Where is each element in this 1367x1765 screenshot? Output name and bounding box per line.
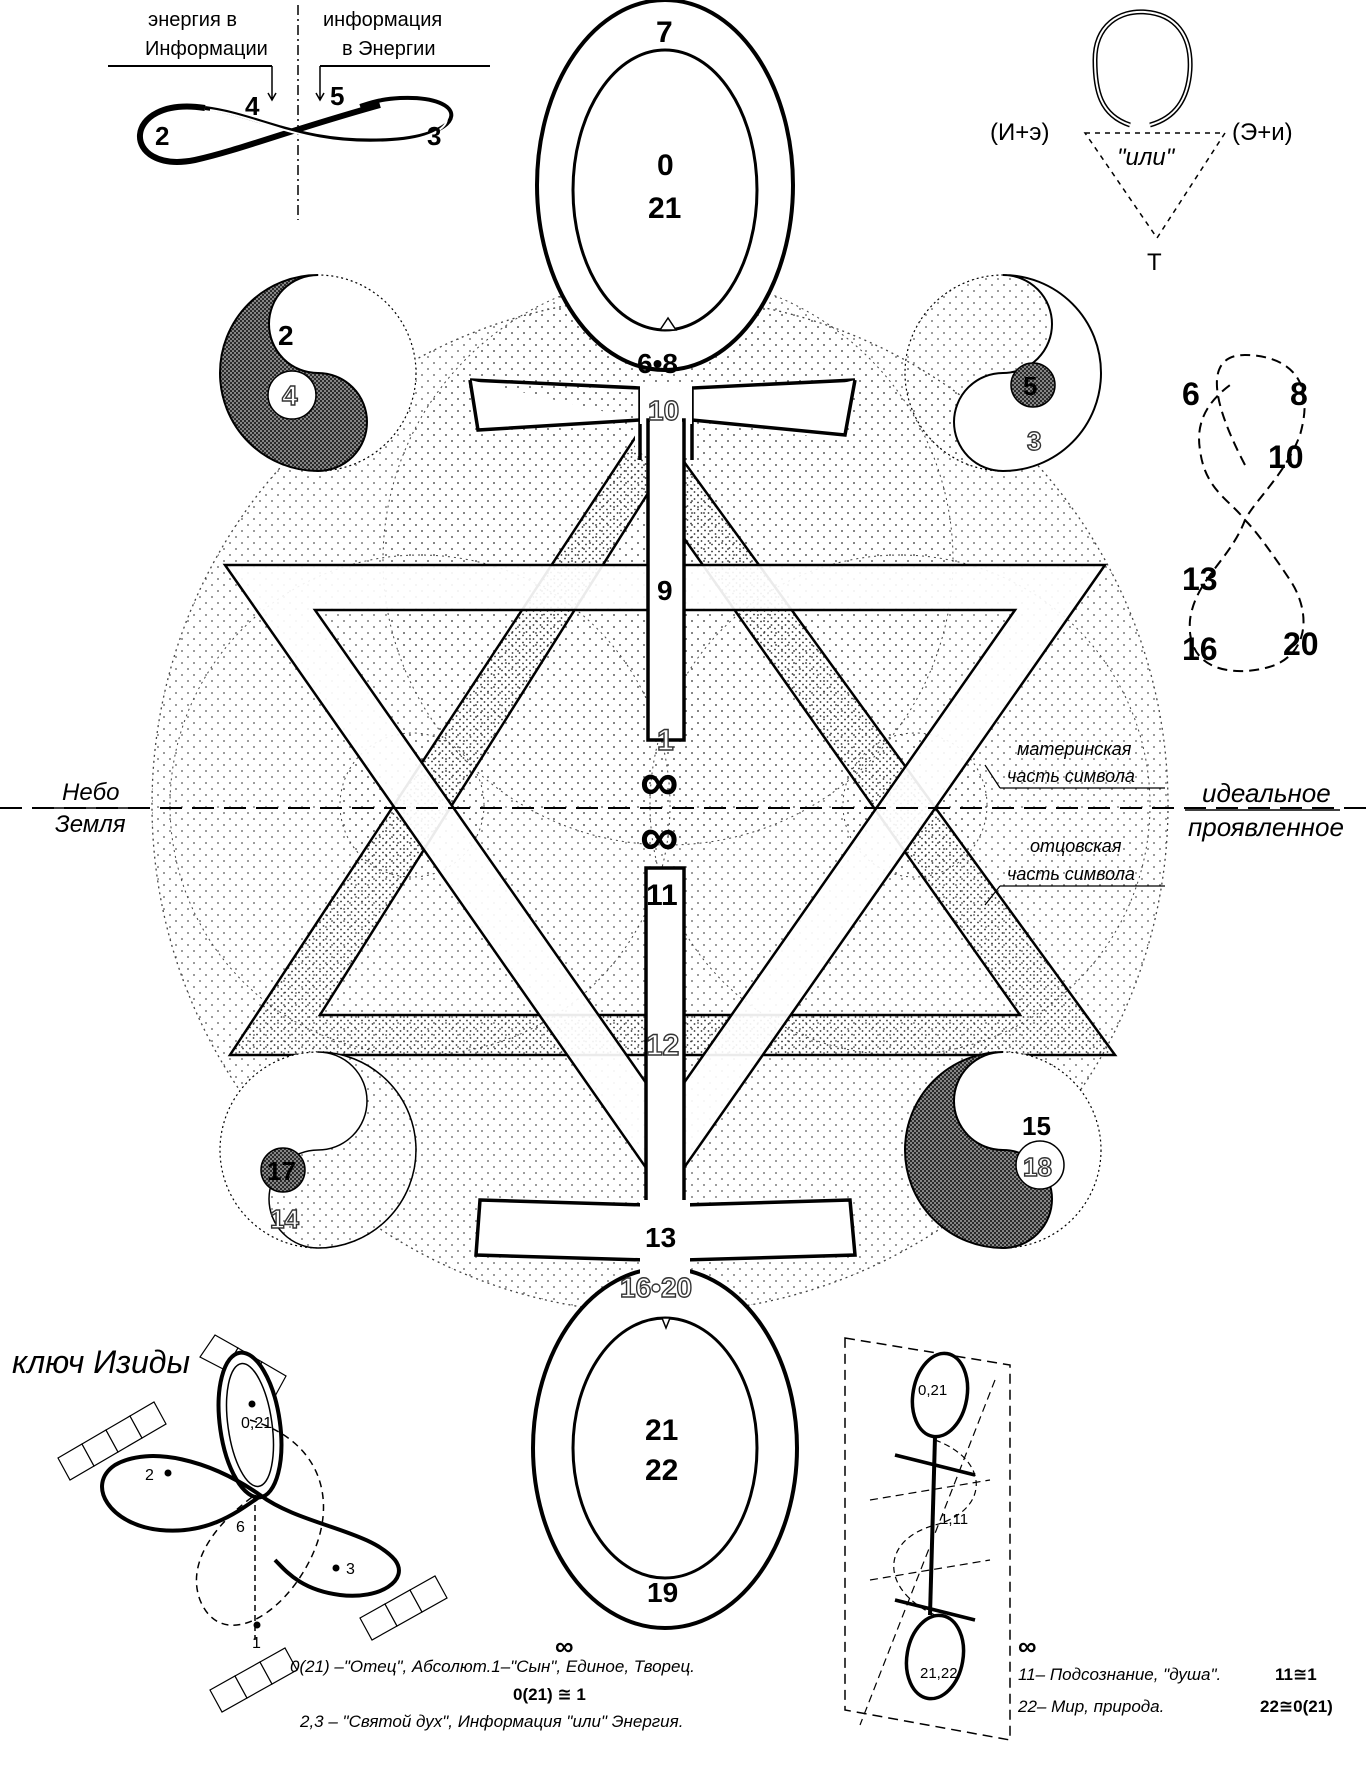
isis-p2: 2 bbox=[145, 1467, 154, 1484]
caption-right-inf: ∞ bbox=[1018, 1631, 1037, 1661]
isis-key: ключ Изиды 0,21 2 3 6 1 bbox=[12, 1335, 447, 1712]
energy-info-infinity: энергия в Информации информация в Энерги… bbox=[108, 5, 490, 220]
caption-line3: 2,3 – "Святой дух", Информация "или" Эне… bbox=[299, 1712, 683, 1731]
yy-tr-small: 3 bbox=[1027, 426, 1041, 456]
label-idealnoe: идеальное bbox=[1202, 778, 1331, 808]
upper-loop-inner bbox=[573, 50, 757, 330]
yy-bl-small: 14 bbox=[270, 1204, 299, 1234]
yy-tl-small: 4 bbox=[282, 380, 298, 411]
ankh-inf-lower: ∞ bbox=[640, 807, 679, 867]
label-proyavlennoe: проявленное bbox=[1188, 812, 1344, 842]
tri-left: (И+э) bbox=[990, 119, 1050, 146]
ankh-22: 22 bbox=[645, 1454, 678, 1487]
inf-label-right-1: информация bbox=[323, 9, 442, 31]
label-ot-2: часть символа bbox=[1007, 864, 1135, 884]
eight-8: 8 bbox=[1290, 376, 1308, 412]
isis-p021: 0,21 bbox=[241, 1415, 272, 1432]
yy-br-big: 15 bbox=[1022, 1111, 1051, 1141]
isis-p3: 3 bbox=[346, 1561, 355, 1578]
yin-yang-bottom-right: 15 18 bbox=[905, 1052, 1101, 1248]
ankh-11: 11 bbox=[646, 879, 678, 912]
ankh-16-20: 16•20 bbox=[620, 1272, 692, 1303]
ili-triangle: (И+э) (Э+и) "или" Т bbox=[990, 12, 1293, 276]
yy-tl-big: 2 bbox=[278, 320, 294, 351]
eight-16: 16 bbox=[1182, 631, 1218, 667]
inf-n5: 5 bbox=[330, 81, 344, 111]
eight-10: 10 bbox=[1268, 439, 1304, 475]
eight-20: 20 bbox=[1283, 626, 1319, 662]
tri-middle: "или" bbox=[1117, 144, 1176, 171]
label-nebo: Небо bbox=[62, 779, 120, 806]
ankh-9: 9 bbox=[657, 575, 673, 606]
ankh-7: 7 bbox=[656, 16, 673, 49]
label-mat-2: часть символа bbox=[1007, 766, 1135, 786]
p3d-2122: 21,22 bbox=[920, 1665, 958, 1682]
caption-right-line1: 11– Подсознание, "душа". bbox=[1018, 1665, 1221, 1684]
captions: ∞ 0(21) –"Отец", Абсолют.1–"Сын", Единое… bbox=[290, 1631, 1333, 1731]
yy-br-small: 18 bbox=[1023, 1152, 1052, 1182]
right-figure-eight: 6 8 10 13 16 20 bbox=[1182, 355, 1319, 671]
tri-right: (Э+и) bbox=[1232, 119, 1293, 146]
p3d-021: 0,21 bbox=[918, 1382, 947, 1399]
caption-line1: 0(21) –"Отец", Абсолют.1–"Сын", Единое, … bbox=[290, 1657, 695, 1676]
tri-bottom: Т bbox=[1147, 249, 1162, 276]
lower-loop-inner bbox=[573, 1318, 757, 1578]
isis-p6: 6 bbox=[236, 1519, 245, 1536]
inf-n2: 2 bbox=[155, 121, 169, 151]
ankh-12: 12 bbox=[646, 1029, 679, 1062]
caption-line2: 0(21) ≅ 1 bbox=[513, 1685, 586, 1704]
right-3d-figure: 0,21 1,11 21,22 bbox=[845, 1338, 1010, 1740]
yin-yang-top-right: 5 3 bbox=[905, 275, 1101, 471]
p3d-111: 1,11 bbox=[940, 1511, 968, 1528]
inf-label-left-2: Информации bbox=[145, 38, 268, 60]
ankh-19: 19 bbox=[647, 1577, 678, 1608]
caption-right-line1-bold: 11≅1 bbox=[1275, 1665, 1317, 1684]
caption-right-line2-bold: 22≅0(21) bbox=[1260, 1697, 1333, 1716]
caption-right-line2: 22– Мир, природа. bbox=[1017, 1697, 1164, 1716]
ankh-21-top: 21 bbox=[648, 192, 681, 225]
isis-title: ключ Изиды bbox=[12, 1344, 190, 1380]
inf-label-right-2: в Энергии bbox=[342, 38, 436, 60]
isis-p1: 1 bbox=[252, 1635, 261, 1652]
ankh-13: 13 bbox=[645, 1222, 676, 1253]
label-ot-1: отцовская bbox=[1030, 836, 1122, 856]
label-zemlya: Земля bbox=[55, 811, 126, 838]
inf-n3: 3 bbox=[427, 121, 441, 151]
eight-13: 13 bbox=[1182, 561, 1218, 597]
ankh-6-8: 6•8 bbox=[637, 348, 678, 379]
ankh-inf-upper: ∞ bbox=[640, 752, 679, 812]
yin-yang-bottom-left: 17 14 bbox=[220, 1052, 416, 1248]
yy-tr-big: 5 bbox=[1023, 371, 1037, 401]
inf-n4: 4 bbox=[245, 91, 260, 121]
label-mat-1: материнская bbox=[1017, 739, 1132, 759]
ankh-21-bottom: 21 bbox=[645, 1414, 678, 1447]
inf-label-left-1: энергия в bbox=[148, 9, 237, 31]
ankh-0: 0 bbox=[657, 149, 674, 182]
yy-bl-big: 17 bbox=[267, 1156, 296, 1186]
eight-6: 6 bbox=[1182, 376, 1200, 412]
ankh-10: 10 bbox=[648, 395, 679, 426]
